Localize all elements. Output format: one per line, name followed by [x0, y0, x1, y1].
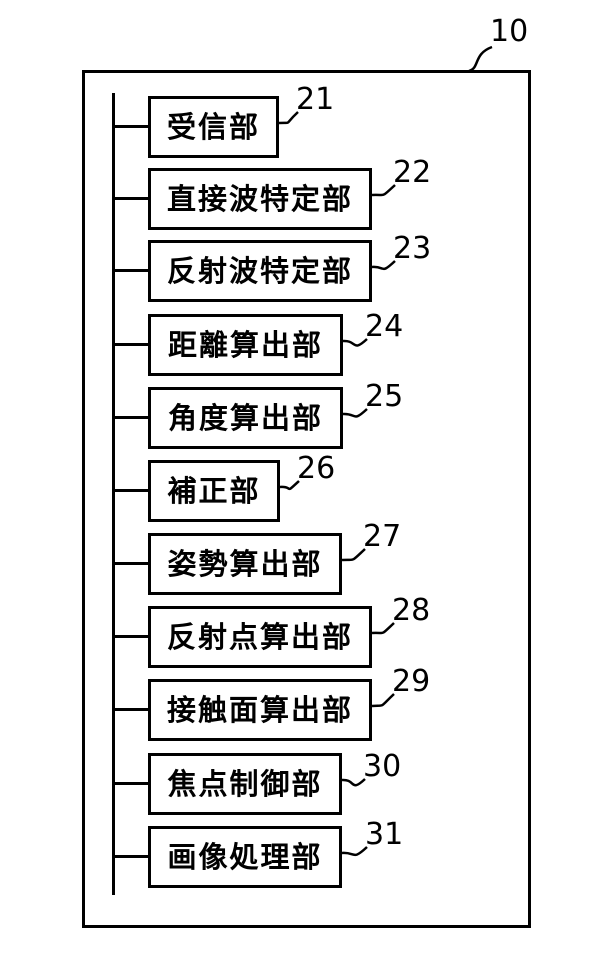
unit-box: 接触面算出部 [148, 679, 372, 741]
unit-box-label: 受信部 [166, 109, 260, 144]
connector-line [112, 782, 150, 785]
unit-box: 直接波特定部 [148, 168, 372, 230]
unit-box-label: 姿勢算出部 [167, 546, 323, 581]
connector-line [112, 855, 150, 858]
connector-line [112, 125, 150, 128]
connector-line [112, 635, 150, 638]
unit-box: 画像処理部 [148, 826, 342, 888]
ref-number: 29 [392, 664, 431, 699]
connector-line [112, 708, 150, 711]
device-outline [82, 70, 531, 928]
unit-box: 姿勢算出部 [148, 533, 342, 595]
ref-number: 28 [392, 593, 431, 628]
unit-box: 焦点制御部 [148, 753, 342, 815]
ref-number: 22 [393, 155, 432, 190]
ref-number: 24 [365, 309, 404, 344]
unit-box: 反射点算出部 [148, 606, 372, 668]
unit-box: 補正部 [148, 460, 280, 522]
unit-box-label: 焦点制御部 [167, 766, 323, 801]
connector-line [112, 269, 150, 272]
unit-box: 反射波特定部 [148, 240, 372, 302]
connector-line [112, 343, 150, 346]
ref-number: 21 [296, 82, 335, 117]
unit-box-label: 反射点算出部 [166, 619, 353, 654]
device-ref-number: 10 [490, 14, 529, 49]
connector-line [112, 489, 150, 492]
bus-line [112, 93, 115, 895]
unit-box-label: 角度算出部 [167, 400, 323, 435]
connector-line [112, 197, 150, 200]
unit-box-label: 反射波特定部 [166, 253, 353, 288]
unit-box-label: 直接波特定部 [166, 181, 353, 216]
unit-box: 角度算出部 [148, 387, 343, 449]
connector-line [112, 562, 150, 565]
unit-box-label: 接触面算出部 [166, 692, 353, 727]
connector-line [112, 416, 150, 419]
leader-line-10 [468, 45, 493, 73]
unit-box: 距離算出部 [148, 314, 343, 376]
ref-number: 30 [363, 749, 402, 784]
ref-number: 31 [365, 817, 404, 852]
ref-number: 23 [393, 231, 432, 266]
ref-number: 27 [363, 519, 402, 554]
ref-number: 26 [297, 451, 336, 486]
unit-box-label: 距離算出部 [167, 327, 323, 362]
ref-number: 25 [365, 379, 404, 414]
unit-box-label: 補正部 [167, 473, 261, 508]
unit-box: 受信部 [148, 96, 279, 158]
unit-box-label: 画像処理部 [167, 839, 323, 874]
